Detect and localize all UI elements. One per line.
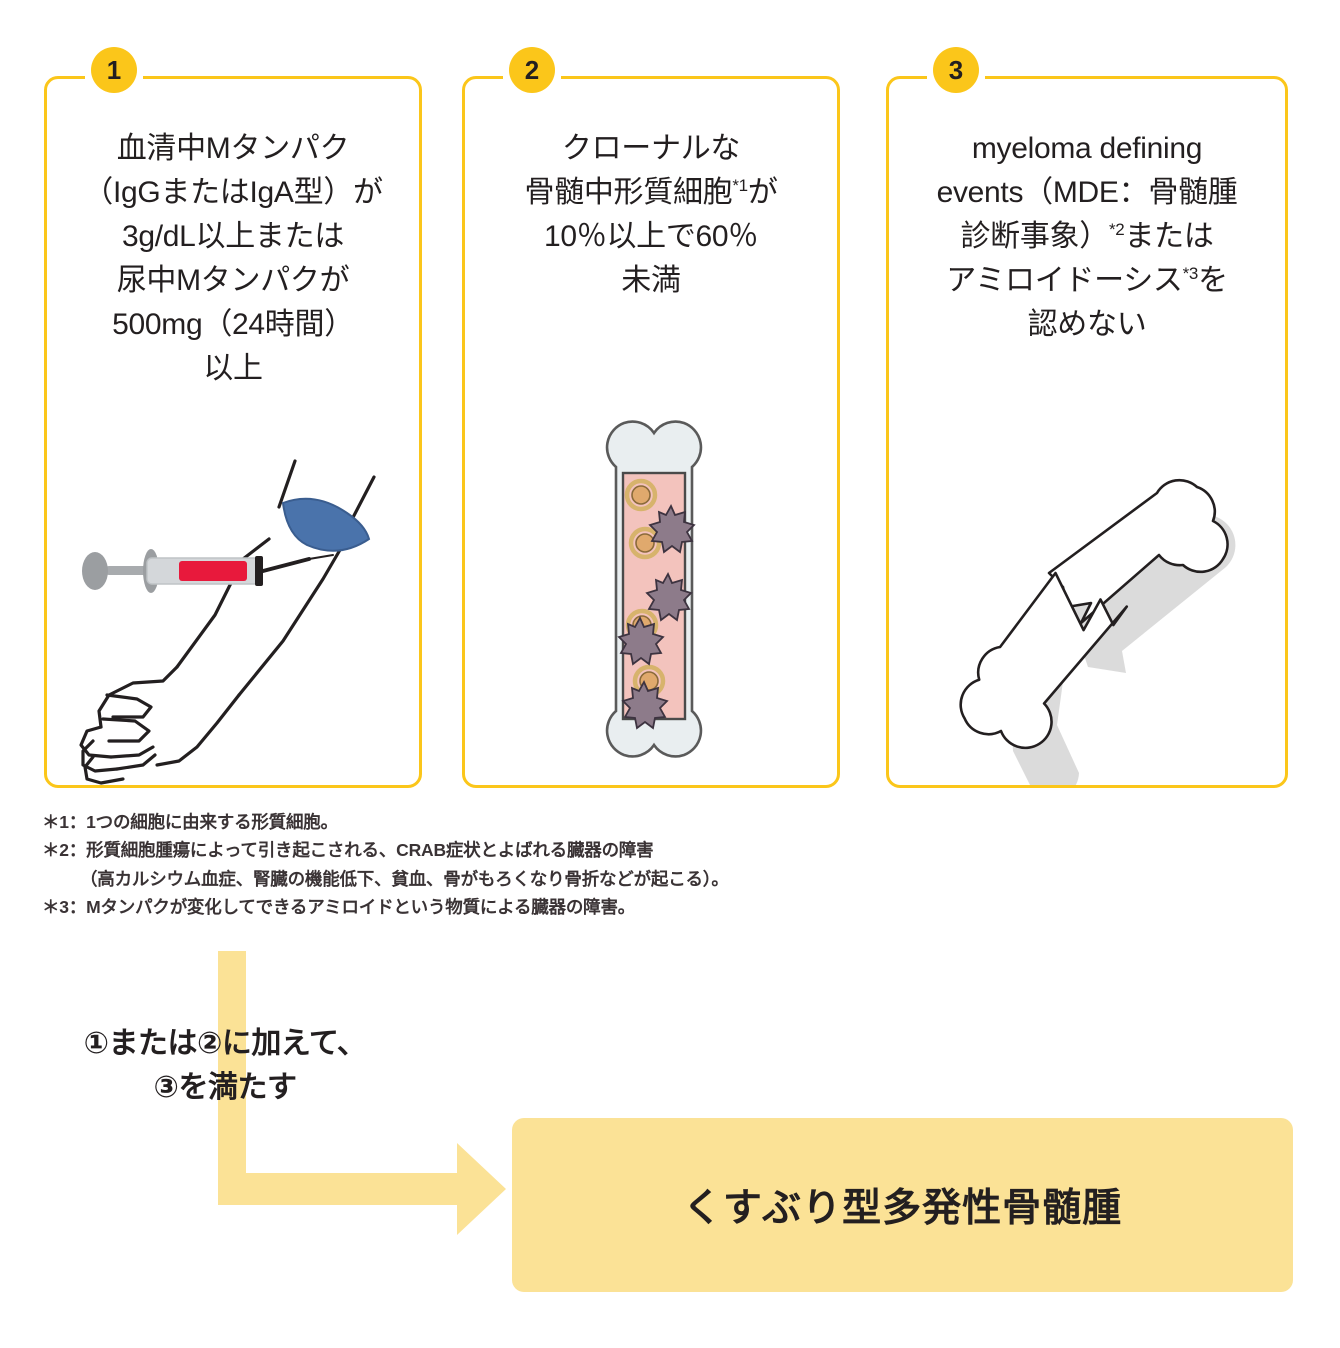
footnote-2-continued: （高カルシウム血症、腎臓の機能低下、貧血、骨がもろくなり骨折などが起こる）。 bbox=[80, 868, 729, 889]
footnote-ref-2: *2 bbox=[1108, 220, 1125, 240]
arrow-shape bbox=[218, 951, 506, 1235]
criteria-panel-3: 3 myeloma defining events（MDE：骨髄腫 診断事象）*… bbox=[886, 47, 1288, 801]
criteria-panel-1: 1 血清中Mタンパク （IgGまたはIgA型）が 3g/dL以上または 尿中Mタ… bbox=[44, 47, 422, 788]
panel-2-text-part2: が 10％以上で60％ 未満 bbox=[543, 176, 778, 298]
spiky-cell-group bbox=[617, 503, 696, 730]
elbow-arrow-right bbox=[210, 945, 510, 1235]
panel-2-criteria-text: クローナルな 骨髄中形質細胞*1が 10％以上で60％ 未満 bbox=[465, 127, 837, 303]
panel-number-badge-3: 3 bbox=[933, 47, 979, 93]
criteria-panel-2: 2 クローナルな 骨髄中形質細胞*1が 10％以上で60％ 未満 bbox=[462, 47, 840, 788]
bone-fragment-lower bbox=[959, 571, 1129, 750]
panel-3-criteria-text: myeloma defining events（MDE：骨髄腫 診断事象）*2ま… bbox=[889, 127, 1285, 347]
condition-label: ①または②に加えて、 ③を満たす bbox=[83, 1027, 367, 1104]
footnotes-block: ＊1：1つの細胞に由来する形質細胞。 ＊2：形質細胞腫瘍によって引き起こされる、… bbox=[42, 808, 942, 921]
footnote-1: ＊1：1つの細胞に由来する形質細胞。 bbox=[42, 812, 338, 832]
panel-3-line3: または アミロイドーシス bbox=[946, 220, 1214, 298]
footnote-ref-1: *1 bbox=[732, 176, 748, 196]
panel-1-criteria-text: 血清中Mタンパク （IgGまたはIgA型）が 3g/dL以上または 尿中Mタンパ… bbox=[83, 132, 383, 386]
bone-marrow-illustration bbox=[465, 385, 837, 785]
bone-fragment-upper bbox=[1047, 478, 1229, 625]
result-box: くすぶり型多発性骨髄腫 bbox=[512, 1118, 1293, 1292]
footnote-3: ＊3：Mタンパクが変化してできるアミロイドという物質による臓器の障害。 bbox=[42, 897, 636, 918]
footnote-ref-3: *3 bbox=[1182, 264, 1199, 284]
tourniquet-band bbox=[281, 497, 371, 552]
fractured-bone-illustration bbox=[889, 445, 1285, 801]
panel-number-badge-1: 1 bbox=[91, 47, 137, 93]
blood-draw-illustration bbox=[47, 455, 419, 785]
panel-3-line1: myeloma defining bbox=[971, 132, 1203, 165]
syringe bbox=[82, 549, 334, 593]
panel-number-badge-2: 2 bbox=[509, 47, 555, 93]
result-label: くすぶり型多発性骨髄腫 bbox=[682, 1187, 1123, 1230]
panel-3-line2: events（MDE：骨髄腫 診断事象） bbox=[936, 176, 1238, 254]
panel-2-text-part1: クローナルな 骨髄中形質細胞 bbox=[524, 132, 741, 210]
footnote-2: ＊2：形質細胞腫瘍によって引き起こされる、CRAB症状とよばれる臓器の障害 bbox=[42, 840, 654, 861]
panel-3-line4: を 認めない bbox=[1027, 264, 1229, 342]
